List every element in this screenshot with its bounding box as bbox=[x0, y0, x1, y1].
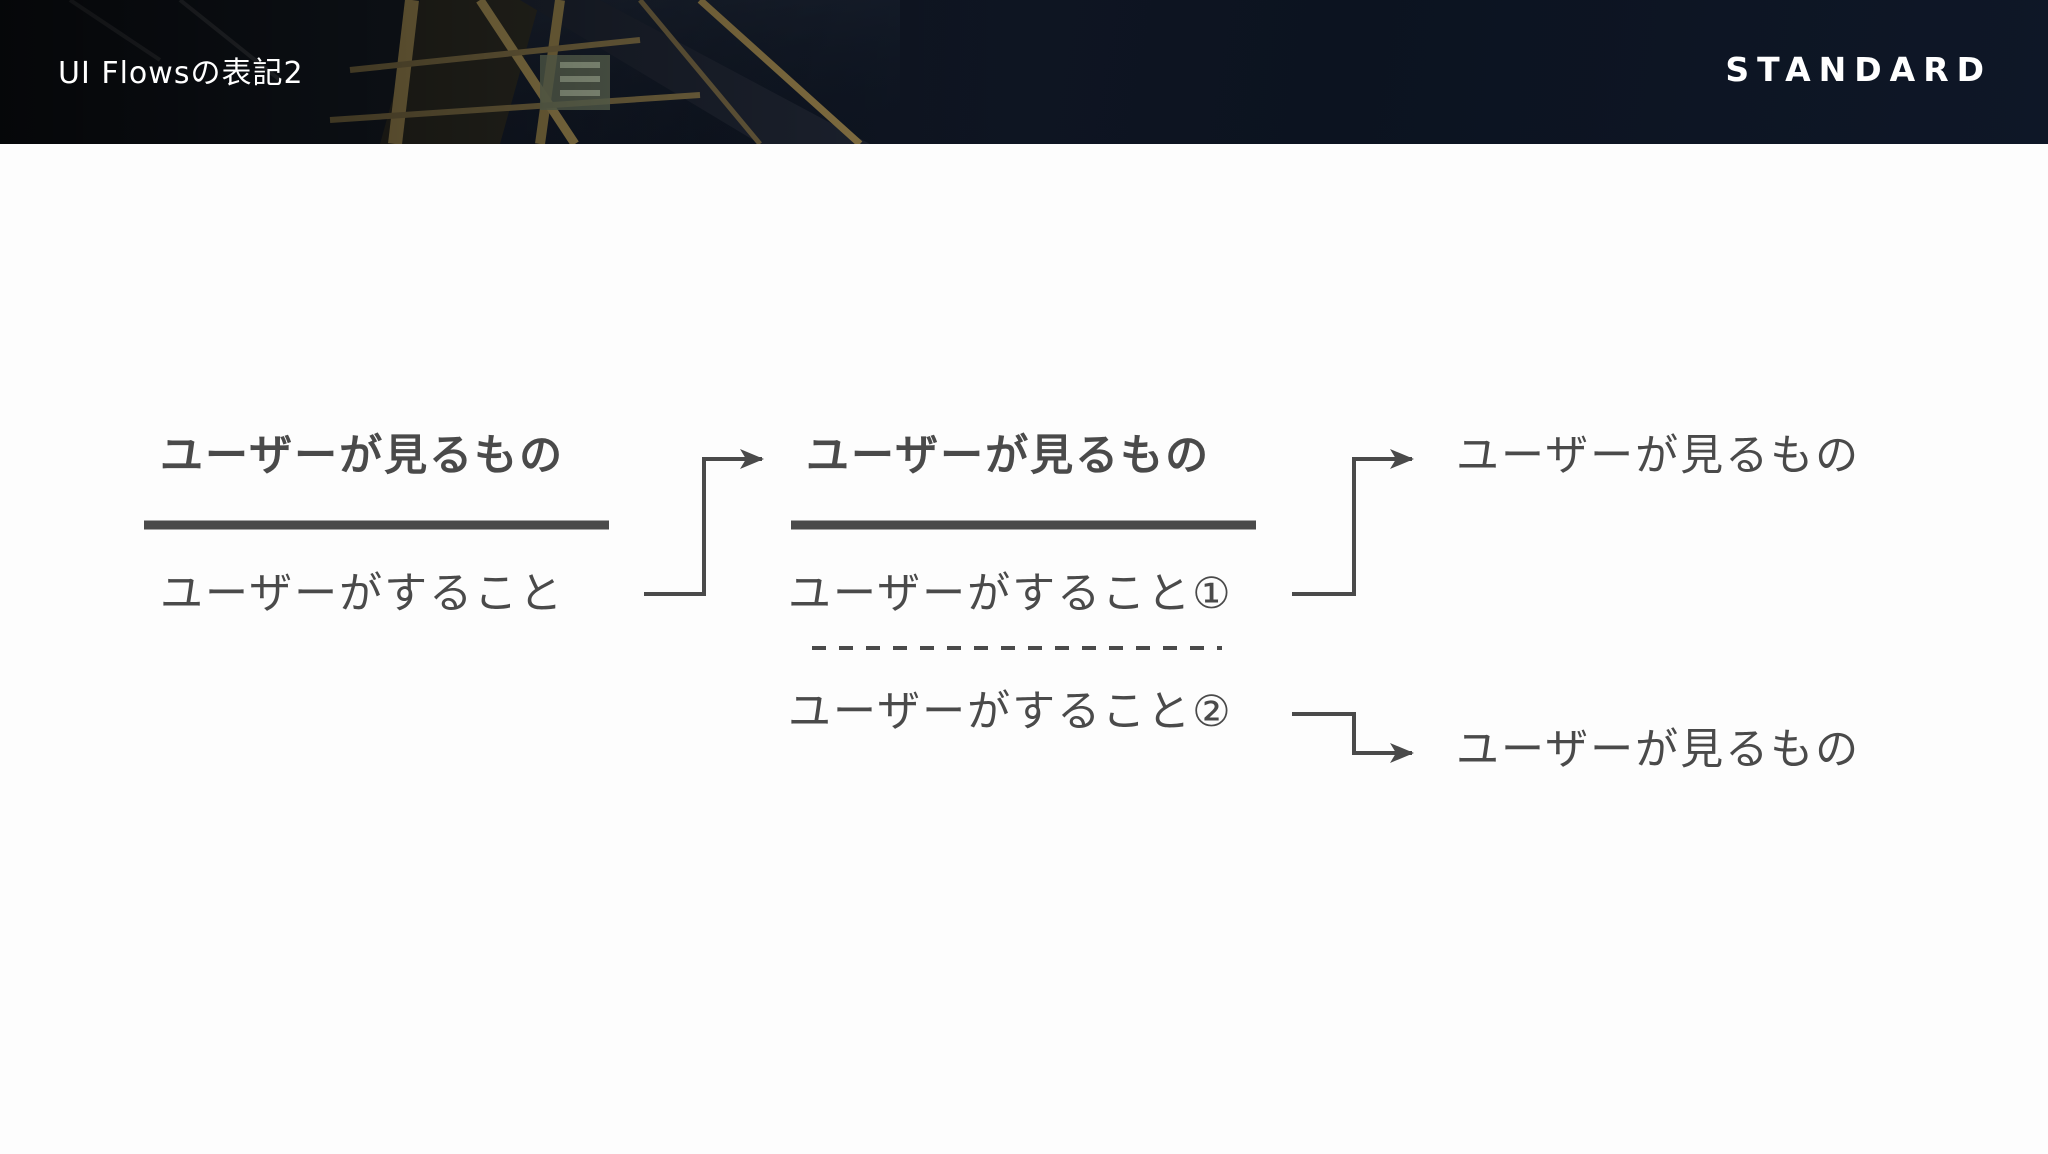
connector-arrow-action1-to-outcome1 bbox=[1292, 449, 1414, 596]
step2-action-2-label: ユーザーがすること② bbox=[788, 687, 1233, 737]
brand-logo: STANDARD bbox=[1725, 50, 1992, 89]
header-banner: UI Flowsの表記2 STANDARD bbox=[0, 0, 2048, 144]
connector-arrow-step1-to-step2 bbox=[644, 449, 764, 596]
slide-title: UI Flowsの表記2 bbox=[58, 56, 304, 91]
step2-screen-label: ユーザーが見るもの bbox=[806, 431, 1211, 481]
outcome-2-screen-label: ユーザーが見るもの bbox=[1456, 725, 1861, 775]
step2-action-1-label: ユーザーがすること① bbox=[788, 569, 1233, 619]
header-photo-background bbox=[0, 0, 2048, 144]
step1-action-label: ユーザーがすること bbox=[160, 569, 565, 619]
step1-screen-label: ユーザーが見るもの bbox=[160, 431, 565, 481]
outcome-1-screen-label: ユーザーが見るもの bbox=[1456, 431, 1861, 481]
connector-arrow-action2-to-outcome2 bbox=[1292, 712, 1414, 763]
